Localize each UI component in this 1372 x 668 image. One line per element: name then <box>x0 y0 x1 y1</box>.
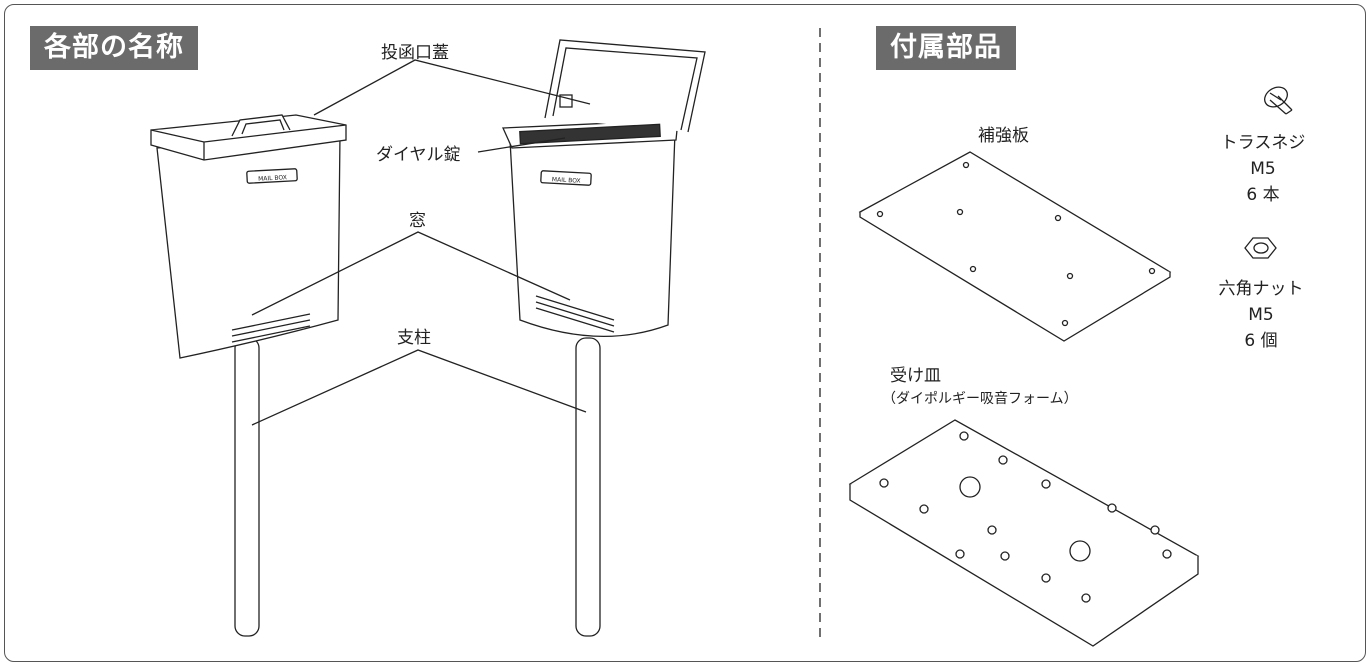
label-tray-note: （ダイポルギー吸音フォーム） <box>882 391 1078 407</box>
nut-size: M5 <box>1248 305 1274 325</box>
label-window: 窓 <box>409 211 426 231</box>
nut-icon <box>1244 237 1277 259</box>
nut-name: 六角ナット <box>1218 279 1304 299</box>
right-section-title: 付属部品 <box>876 26 1016 70</box>
leader-post <box>251 349 587 426</box>
mailbox-open <box>502 39 706 637</box>
label-reinforcement-plate: 補強板 <box>978 126 1029 146</box>
label-lid: 投函口蓋 <box>381 43 449 63</box>
screw-size: M5 <box>1250 159 1276 179</box>
leader-dial <box>477 137 566 153</box>
tray <box>848 419 1200 647</box>
label-dial-lock: ダイヤル錠 <box>376 145 461 165</box>
post-left <box>234 337 260 637</box>
post-right <box>575 337 601 637</box>
screw-qty: 6 本 <box>1246 185 1280 205</box>
window-slots-right <box>535 295 615 333</box>
mail-box-text-left: MAIL BOX <box>258 174 287 182</box>
left-section-title: 各部の名称 <box>30 26 198 70</box>
leader-window <box>251 231 571 316</box>
mail-box-text-right: MAIL BOX <box>552 176 581 184</box>
window-slots-left <box>231 313 311 343</box>
label-post: 支柱 <box>397 328 431 348</box>
screw-info: トラスネジ M5 6 本 <box>1208 130 1318 208</box>
nut-qty: 6 個 <box>1244 331 1278 351</box>
mailbox-closed <box>150 114 347 637</box>
leader-lid <box>313 59 591 116</box>
screw-name: トラスネジ <box>1220 133 1306 153</box>
reinforcement-plate <box>858 151 1172 342</box>
outer-frame <box>4 4 1366 662</box>
label-tray: 受け皿 <box>890 366 941 386</box>
nut-info: 六角ナット M5 6 個 <box>1200 276 1322 354</box>
screw-icon <box>1264 86 1293 115</box>
